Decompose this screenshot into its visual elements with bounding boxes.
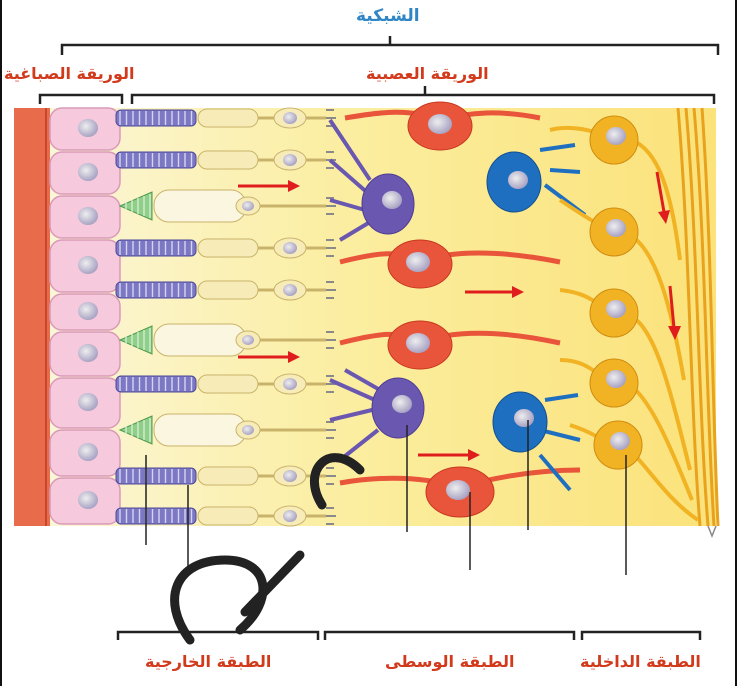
- neural-layer-label: الوريقة العصبية: [366, 64, 489, 83]
- pigment-cell: [50, 196, 120, 238]
- nucleus-icon: [78, 344, 98, 362]
- pigment-cell: [50, 108, 120, 150]
- nucleus-icon: [78, 119, 98, 137]
- nucleus-icon: [78, 207, 98, 225]
- nucleus-icon: [78, 443, 98, 461]
- outer-layer-label: الطبقة الخارجية: [145, 652, 271, 671]
- retina-label: الشبكية: [356, 6, 420, 26]
- middle-layer-bracket: [325, 632, 574, 640]
- pigment-cell: [50, 294, 120, 330]
- retina-bracket: [62, 36, 718, 55]
- nerve-fiber-end: [708, 526, 716, 536]
- pigment-cell: [50, 240, 120, 292]
- nucleus-icon: [78, 163, 98, 181]
- nucleus-icon: [78, 393, 98, 411]
- pigment-cell: [50, 152, 120, 194]
- choroid-layer: [14, 108, 50, 526]
- pigment-layer-label: الوريقة الصباغية: [4, 64, 135, 83]
- nucleus-icon: [78, 302, 98, 320]
- middle-layer-label: الطبقة الوسطى: [385, 652, 514, 671]
- pigment-cell: [50, 332, 120, 376]
- pigment-cell: [50, 430, 120, 476]
- outer-layer-bracket: [118, 632, 318, 640]
- pigment-cell: [50, 378, 120, 428]
- neural-layer-bracket: [132, 86, 714, 104]
- pigment-epithelium: [50, 108, 120, 524]
- nucleus-icon: [78, 491, 98, 509]
- inner-layer-bracket: [582, 632, 700, 640]
- pigment-layer-bracket: [40, 95, 122, 104]
- nucleus-icon: [78, 256, 98, 274]
- pigment-cell: [50, 478, 120, 524]
- inner-layer-label: الطبقة الداخلية: [580, 652, 701, 671]
